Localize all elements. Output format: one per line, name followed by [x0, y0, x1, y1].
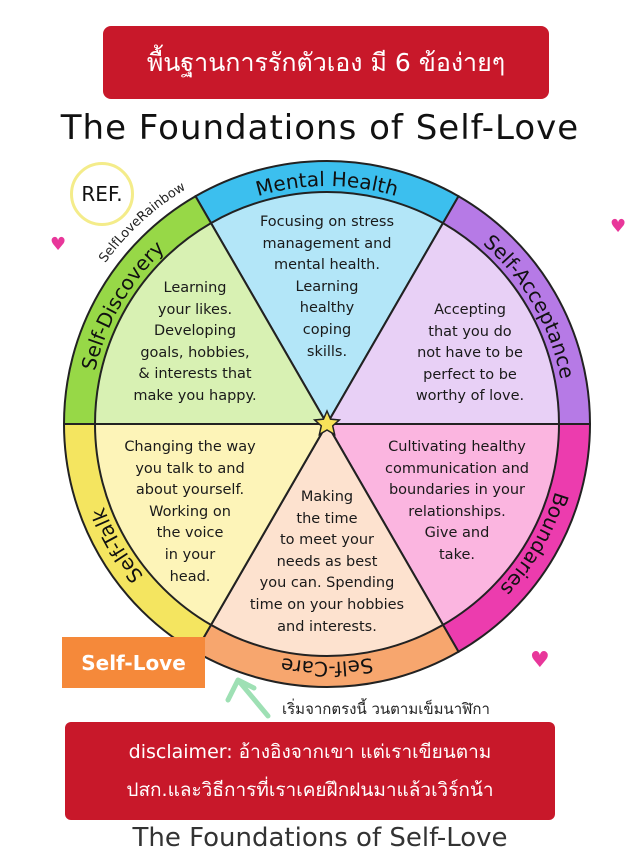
heart-icon: ♥ — [530, 648, 550, 673]
disclaimer-line-2: ปสก.และวิธีการที่เราเคยฝึกฝนมาแล้วเวิร์ก… — [126, 779, 494, 801]
segment-description: Accepting that you do not have to be per… — [415, 302, 525, 405]
ghost-title: The Foundations of Self-Love — [132, 823, 508, 853]
star-icon — [312, 409, 342, 437]
disclaimer-box: disclaimer: อ้างอิงจากเขา แต่เราเขียนตาม… — [65, 722, 555, 820]
segment-inner — [325, 423, 561, 627]
ref-label: REF. — [70, 162, 134, 226]
segment-description: Cultivating healthy communication and bo… — [384, 439, 530, 563]
segment-inner — [209, 191, 445, 427]
segment-description: Changing the way you talk to and about y… — [124, 439, 256, 585]
segment-description: Learning your likes. Developing goals, h… — [133, 280, 257, 404]
disclaimer-line-1: disclaimer: อ้างอิงจากเขา แต่เราเขียนตาม — [128, 741, 492, 763]
heart-icon: ♥ — [610, 216, 627, 237]
self-love-button[interactable]: Self-Love — [62, 637, 205, 688]
title-banner: พื้นฐานการรักตัวเอง มี 6 ข้อง่ายๆ — [103, 26, 549, 99]
segment-description: Focusing on stress management and mental… — [259, 214, 395, 360]
segment-inner — [325, 221, 561, 425]
start-hint: เริ่มจากตรงนี้ วนตามเข็มนาฬิกา — [282, 700, 490, 718]
segment-description: Making the time to meet your needs as be… — [249, 489, 405, 635]
segment-inner — [93, 221, 329, 425]
segment-inner — [93, 423, 329, 627]
heart-icon: ♥ — [50, 234, 67, 255]
segment-label: Self-Care — [279, 653, 375, 681]
segment-inner — [209, 421, 445, 657]
arrow-icon — [225, 677, 271, 719]
page-title: The Foundations of Self-Love — [60, 108, 580, 148]
